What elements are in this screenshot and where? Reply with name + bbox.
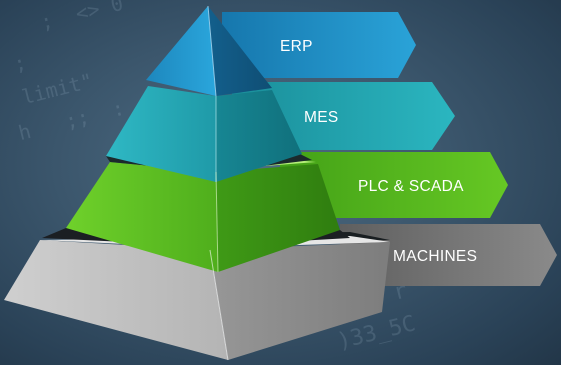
machines-arrow	[340, 224, 557, 286]
plc-tier-right	[216, 164, 340, 272]
plc-scada-label: PLC & SCADA	[358, 178, 464, 195]
mes-tier-front	[106, 86, 216, 182]
plc-edge-highlight	[215, 171, 219, 273]
erp-label: ERP	[280, 38, 313, 55]
mes-label: MES	[304, 109, 339, 126]
plc-tier-front	[66, 162, 218, 272]
erp-arrow	[222, 12, 416, 78]
erp-tier-right	[208, 6, 272, 96]
mes-tier-right	[216, 90, 302, 182]
erp-edge-highlight	[207, 5, 217, 97]
erp-tier-left	[146, 6, 216, 96]
machines-label: MACHINES	[393, 248, 477, 265]
machines-tier-right	[210, 242, 390, 360]
plc-scada-arrow	[280, 152, 508, 218]
machines-tier-front	[4, 240, 228, 360]
machines-edge-highlight	[209, 249, 229, 361]
